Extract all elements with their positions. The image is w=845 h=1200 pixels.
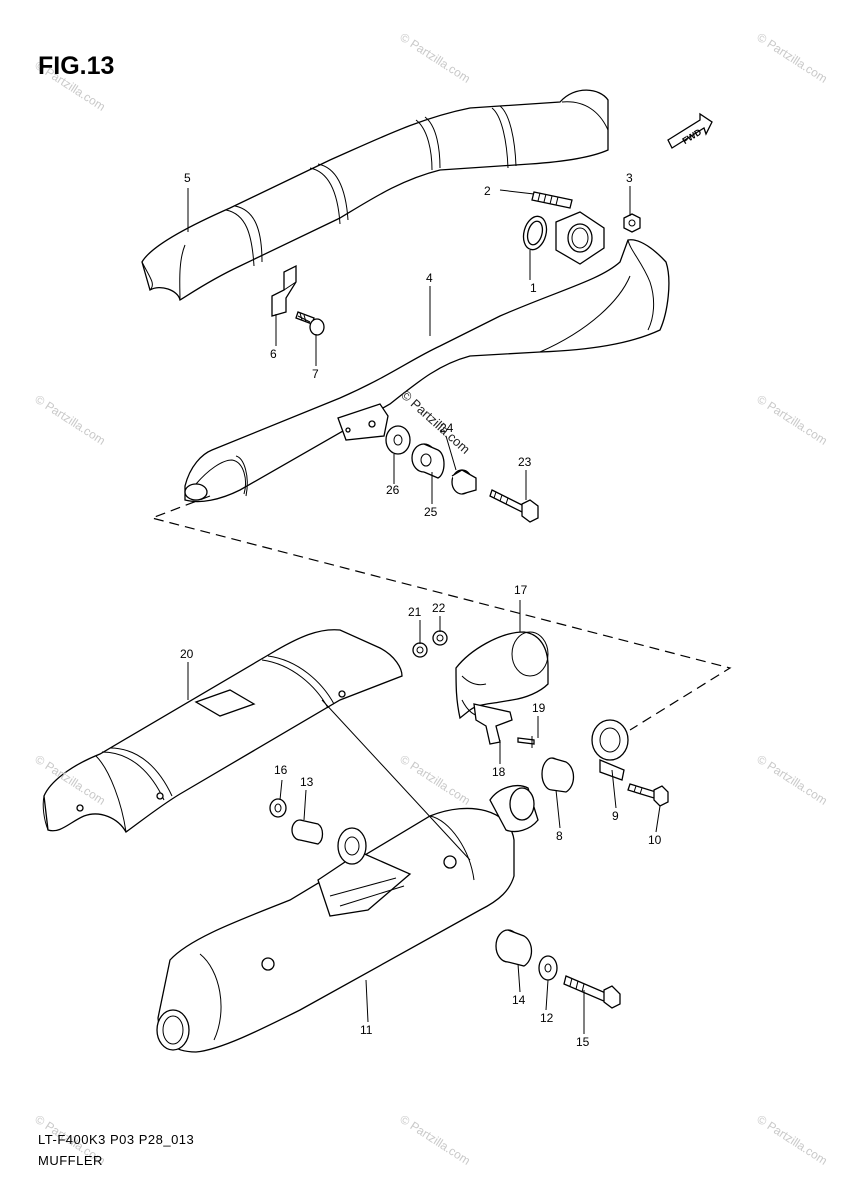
callout-2: 2	[484, 184, 491, 198]
exhaust-stud	[531, 191, 573, 209]
muffler-mount-bolt	[563, 975, 621, 1009]
muffler-body	[156, 785, 539, 1053]
callout-8: 8	[556, 829, 563, 843]
exhaust-pipe	[184, 239, 670, 503]
muffler-heat-shield	[42, 629, 403, 833]
callout-13: 13	[300, 775, 314, 789]
callout-6: 6	[270, 347, 277, 361]
figure-caption: MUFFLER	[38, 1153, 103, 1168]
callout-20: 20	[180, 647, 194, 661]
muffler-collar	[291, 819, 324, 845]
pipe-mount-bushing	[411, 443, 445, 479]
callout-10: 10	[648, 833, 662, 847]
callout-21: 21	[408, 605, 422, 619]
muffler-clamp	[591, 719, 629, 781]
shield-bracket	[271, 264, 297, 317]
figure-code: LT-F400K3 P03 P28_013	[38, 1132, 195, 1147]
muffler-mount-washer	[538, 955, 558, 981]
shield-washer	[412, 642, 428, 658]
tail-cover-screw	[517, 736, 535, 748]
leader-lines	[187, 186, 661, 1034]
figure-title: FIG.13	[38, 52, 115, 80]
pipe-mount-collar	[451, 469, 477, 495]
shield-nut	[432, 630, 448, 646]
callout-1: 1	[530, 281, 537, 295]
tail-pipe-cover	[455, 631, 549, 720]
muffler-joint-gasket	[541, 757, 575, 793]
callout-11: 11	[360, 1023, 373, 1037]
callout-labels: 1 2 3 4 5 6 7 8 9 10 11 12 13 14 15 16 1…	[180, 171, 662, 1049]
callout-9: 9	[612, 809, 619, 823]
forward-arrow-icon: FWD	[667, 112, 713, 149]
exhaust-gasket	[522, 215, 548, 251]
tail-cover-clip	[473, 703, 513, 745]
callout-25: 25	[424, 505, 438, 519]
callout-12: 12	[540, 1011, 554, 1025]
upper-heat-shield	[141, 89, 609, 302]
shield-bolt	[295, 311, 325, 336]
callout-16: 16	[274, 763, 288, 777]
pipe-mount-bolt	[489, 489, 539, 523]
callout-14: 14	[512, 993, 526, 1007]
callout-23: 23	[518, 455, 532, 469]
muffler-grommet	[269, 798, 287, 818]
callout-4: 4	[426, 271, 433, 285]
callout-26: 26	[386, 483, 400, 497]
callout-18: 18	[492, 765, 506, 779]
callout-24: 24	[440, 421, 454, 435]
callout-15: 15	[576, 1035, 590, 1049]
exhaust-flange	[555, 211, 605, 265]
assembly-dashed-line	[150, 495, 732, 731]
clamp-bolt	[627, 783, 669, 807]
callout-19: 19	[532, 701, 546, 715]
callout-22: 22	[432, 601, 446, 615]
callout-17: 17	[514, 583, 528, 597]
callout-5: 5	[184, 171, 191, 185]
pipe-mount-washer	[385, 425, 411, 455]
callout-3: 3	[626, 171, 633, 185]
callout-7: 7	[312, 367, 319, 381]
muffler-mount-bushing	[495, 929, 533, 967]
exhaust-nut	[623, 213, 641, 233]
